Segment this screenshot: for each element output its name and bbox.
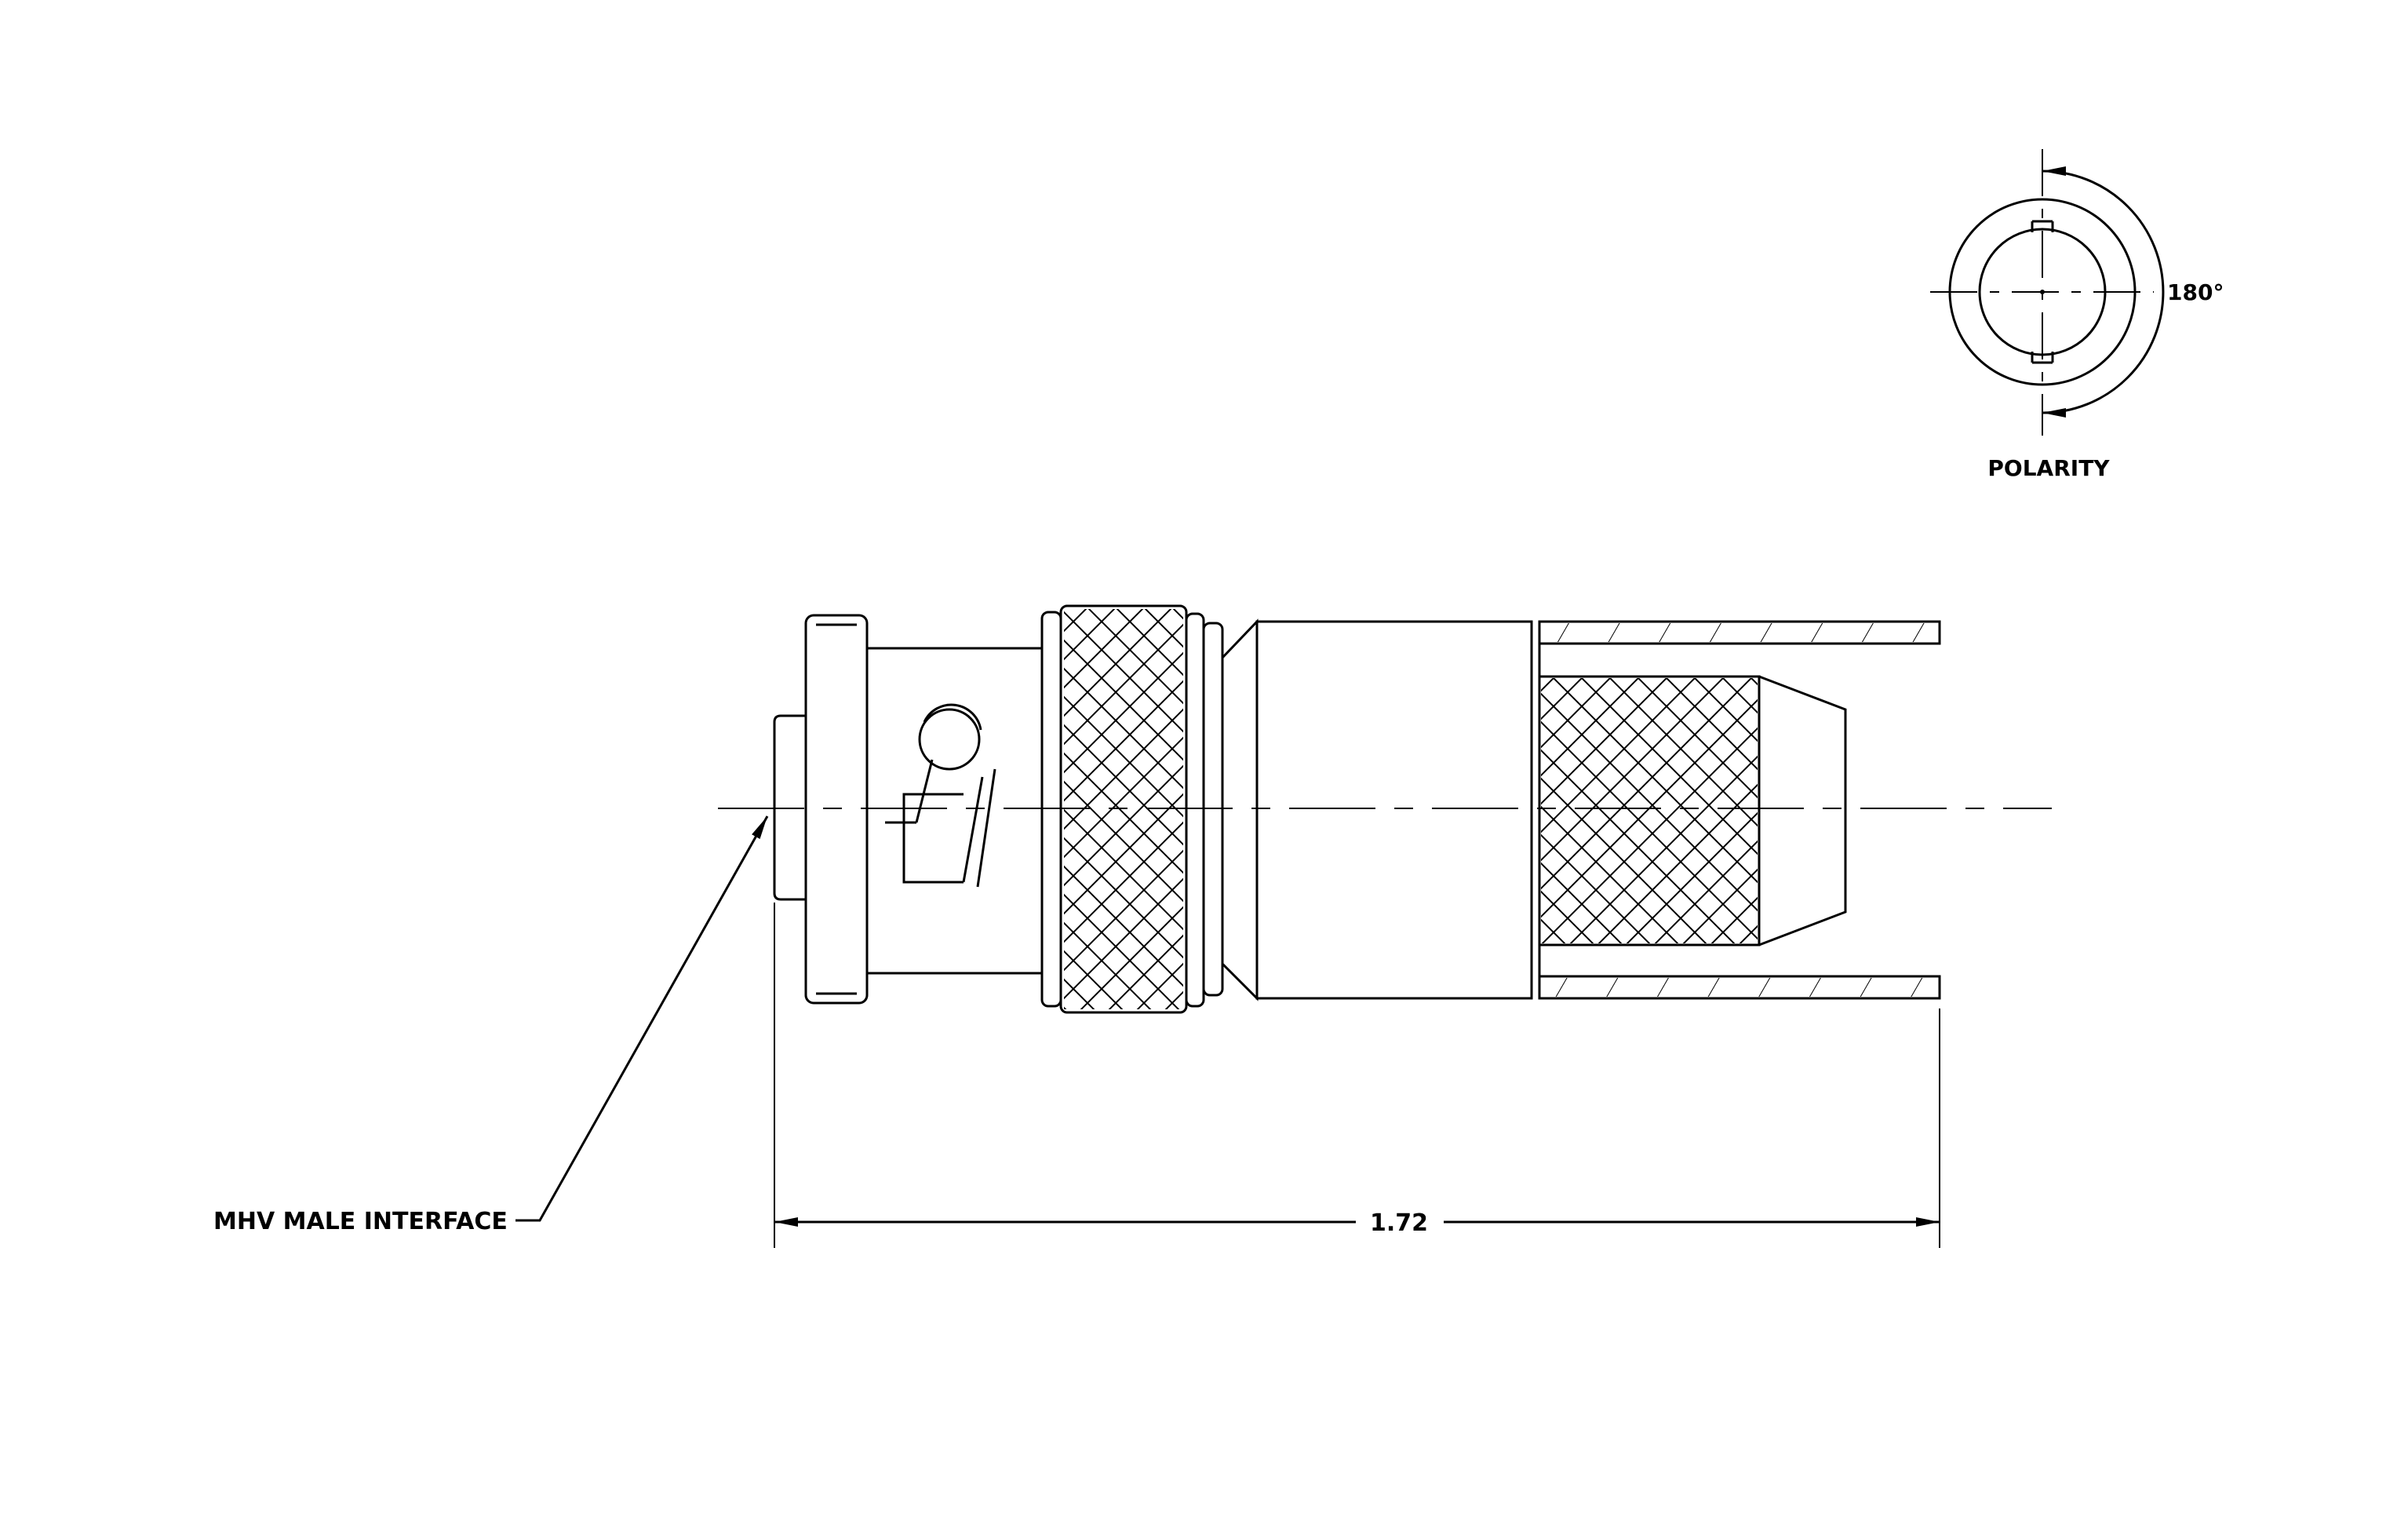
connector-side-view [718, 604, 2052, 1014]
bayonet-slot-track [885, 759, 996, 888]
callout-label: MHV MALE INTERFACE [213, 1208, 508, 1235]
polarity-label: POLARITY [1987, 455, 2110, 481]
polarity-rotation-arrow [2042, 166, 2165, 418]
crimp-sleeve-bottom-hatch [1541, 978, 1938, 997]
ferrule-taper [1758, 675, 1847, 947]
ferrule-knurled [1538, 675, 1761, 947]
main-body [1255, 620, 1533, 1000]
coupling-nut-rim-right [1185, 612, 1205, 1008]
ferrule-knurl-pattern [1541, 678, 1758, 943]
body-neck [1221, 618, 1259, 1001]
polarity-center-point [2040, 290, 2045, 294]
callout-leader [515, 815, 769, 1222]
interface-callout: MHV MALE INTERFACE [213, 815, 769, 1235]
bayonet-body [865, 647, 1044, 975]
overall-dimension: 1.72 [774, 903, 1940, 1248]
polarity-view: 180° POLARITY [1930, 149, 2224, 481]
crimp-sleeve-top-hatch [1541, 623, 1938, 642]
bayonet-stud-circle [918, 708, 981, 771]
dimension-value: 1.72 [1370, 1209, 1428, 1237]
bayonet-stud-arc [923, 703, 982, 731]
bayonet-slot [902, 793, 964, 884]
polarity-angle-label: 180° [2167, 279, 2224, 305]
